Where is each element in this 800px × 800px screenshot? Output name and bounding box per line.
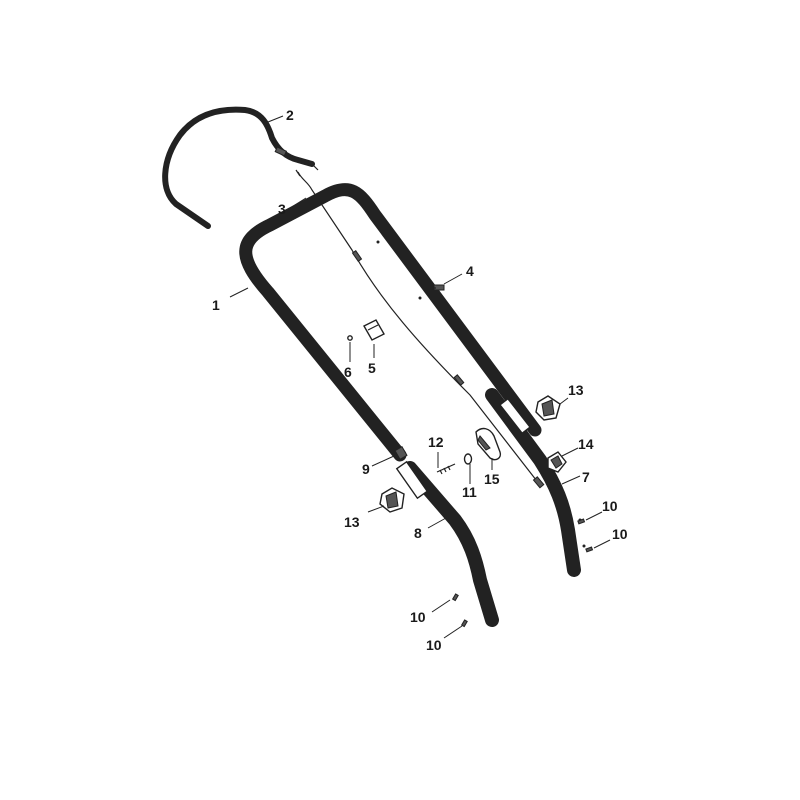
callout-15: 15 [484, 471, 500, 487]
screw-part [436, 463, 456, 475]
cable-clip-part [363, 319, 385, 341]
callout-6: 6 [344, 364, 352, 380]
cable-adjuster-part [547, 451, 567, 473]
callout-4: 4 [466, 263, 474, 279]
callout-10-a: 10 [602, 498, 618, 514]
callout-1: 1 [212, 297, 220, 313]
spring-part [394, 445, 408, 461]
callout-8: 8 [414, 525, 422, 541]
callout-10-c: 10 [410, 609, 426, 625]
bail-bar-part [162, 106, 319, 229]
callout-labels: 1 2 3 4 5 6 7 8 9 10 10 10 10 11 12 13 1… [212, 107, 628, 653]
callout-5: 5 [368, 360, 376, 376]
callout-10-b: 10 [612, 526, 628, 542]
bolt-part [430, 284, 445, 291]
callout-13-a: 13 [568, 382, 584, 398]
handle-knob-upper-part [535, 395, 561, 421]
callout-14: 14 [578, 436, 594, 452]
callout-10-d: 10 [426, 637, 442, 653]
callout-12: 12 [428, 434, 444, 450]
callout-11: 11 [462, 484, 477, 500]
control-cable-part [295, 169, 545, 489]
cam-lever-part [475, 427, 502, 461]
screw-small-parts [451, 518, 594, 628]
lower-left-tube-part [395, 460, 499, 627]
callout-3: 3 [278, 201, 286, 217]
callout-2: 2 [286, 107, 294, 123]
handle-knob-lower-part [379, 487, 405, 513]
lower-right-tube-part [485, 388, 586, 577]
callout-9: 9 [362, 461, 370, 477]
upper-handle-part [239, 183, 542, 462]
washer-part [463, 453, 473, 465]
leader-lines [229, 115, 611, 639]
callout-7: 7 [582, 469, 590, 485]
callout-13-b: 13 [344, 514, 360, 530]
nut-part [347, 335, 353, 341]
